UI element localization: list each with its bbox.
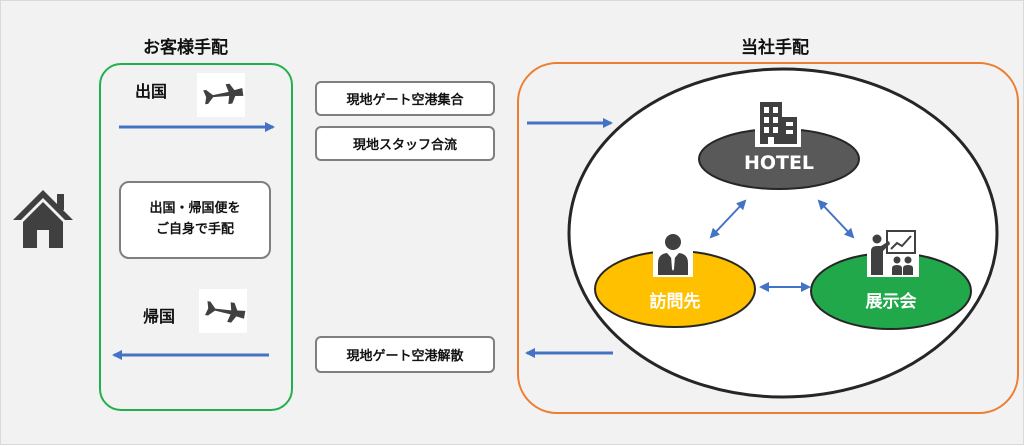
airport-gate-meeting-step: 現地ゲート空港集合 bbox=[315, 81, 495, 116]
expo-label: 展示会 bbox=[866, 291, 917, 312]
airplane-arrival-icon bbox=[199, 289, 247, 333]
airport-gate-dismissal-step: 現地ゲート空港解散 bbox=[315, 336, 495, 373]
self-booking-note: 出国・帰国便を ご自身で手配 bbox=[119, 181, 271, 259]
return-label: 帰国 bbox=[143, 307, 176, 326]
presentation-icon bbox=[867, 227, 919, 277]
note-line-2: ご自身で手配 bbox=[155, 222, 234, 237]
building-icon bbox=[755, 99, 801, 147]
airplane-departure-icon bbox=[197, 73, 245, 117]
hotel-visit-connector bbox=[709, 199, 747, 239]
customer-arrangement-box bbox=[99, 63, 293, 411]
businessperson-icon bbox=[653, 229, 693, 277]
company-arrangement-title: 当社手配 bbox=[741, 38, 809, 58]
visit-label: 訪問先 bbox=[650, 291, 701, 312]
hotel-label: HOTEL bbox=[744, 152, 814, 174]
departure-label: 出国 bbox=[135, 82, 168, 101]
note-line-1: 出国・帰国便を bbox=[149, 201, 241, 217]
company-arrangement-box bbox=[517, 62, 1019, 414]
hotel-expo-connector bbox=[817, 199, 855, 239]
local-staff-join-step: 現地スタッフ合流 bbox=[315, 126, 495, 161]
customer-arrangement-title: お客様手配 bbox=[143, 38, 228, 58]
